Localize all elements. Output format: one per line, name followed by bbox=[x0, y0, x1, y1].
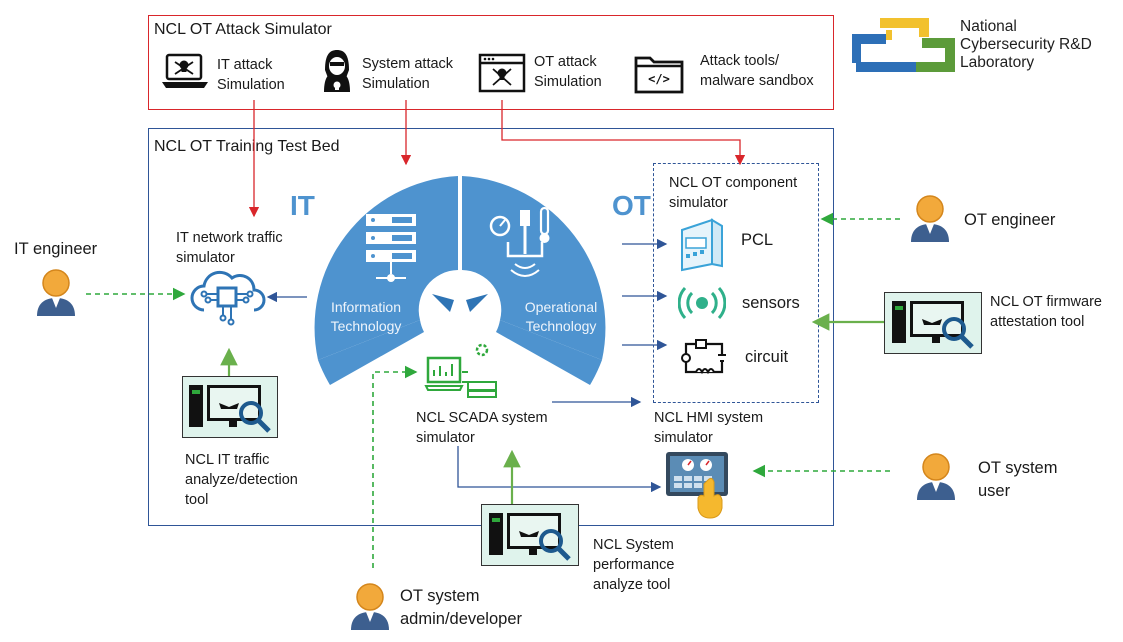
ot-admin-avatar-icon bbox=[351, 583, 389, 630]
it-sector bbox=[314, 176, 458, 360]
circuit-label: circuit bbox=[745, 348, 789, 366]
it-engineer-avatar-icon bbox=[37, 269, 75, 316]
hmi-panel-icon bbox=[666, 452, 728, 519]
analysis-monitor-icon bbox=[489, 513, 571, 561]
circuit-icon bbox=[681, 339, 726, 375]
ot-sector bbox=[462, 176, 606, 360]
attack-tools-label: Attack tools/malware sandbox bbox=[700, 53, 814, 89]
cloud-network-icon bbox=[190, 270, 266, 326]
it-ot-fan bbox=[314, 176, 606, 385]
browser-skull-icon bbox=[478, 53, 526, 93]
it-label: IT bbox=[290, 190, 315, 221]
firmware-tool-image bbox=[884, 292, 982, 354]
code-folder-icon: </> bbox=[634, 56, 684, 94]
svg-text:</>: </> bbox=[648, 72, 670, 86]
testbed-title: NCL OT Training Test Bed bbox=[154, 138, 340, 155]
attack-simulator-box bbox=[148, 15, 834, 110]
analysis-monitor-icon bbox=[189, 385, 271, 433]
plc-icon bbox=[681, 218, 723, 272]
perf-tool-image bbox=[481, 504, 579, 566]
pcl-label: PCL bbox=[741, 231, 774, 249]
ncl-logo-icon bbox=[852, 18, 955, 72]
it-engineer-label: IT engineer bbox=[14, 240, 98, 258]
it-traffic-tool-image bbox=[182, 376, 278, 438]
attack-simulator-title: NCL OT Attack Simulator bbox=[154, 21, 332, 38]
sensor-icon bbox=[678, 286, 726, 320]
ot-user-avatar-icon bbox=[917, 453, 955, 500]
scada-computer-icon bbox=[424, 343, 497, 398]
ot-attack-arrow bbox=[501, 100, 746, 166]
ot-engineer-label: OT engineer bbox=[964, 211, 1056, 229]
hacker-icon bbox=[324, 50, 350, 92]
sensors-label: sensors bbox=[742, 294, 800, 312]
ot-label: OT bbox=[612, 190, 651, 221]
laptop-skull-icon bbox=[162, 53, 208, 88]
analysis-monitor-icon bbox=[892, 301, 974, 349]
ot-engineer-avatar-icon bbox=[911, 195, 949, 242]
